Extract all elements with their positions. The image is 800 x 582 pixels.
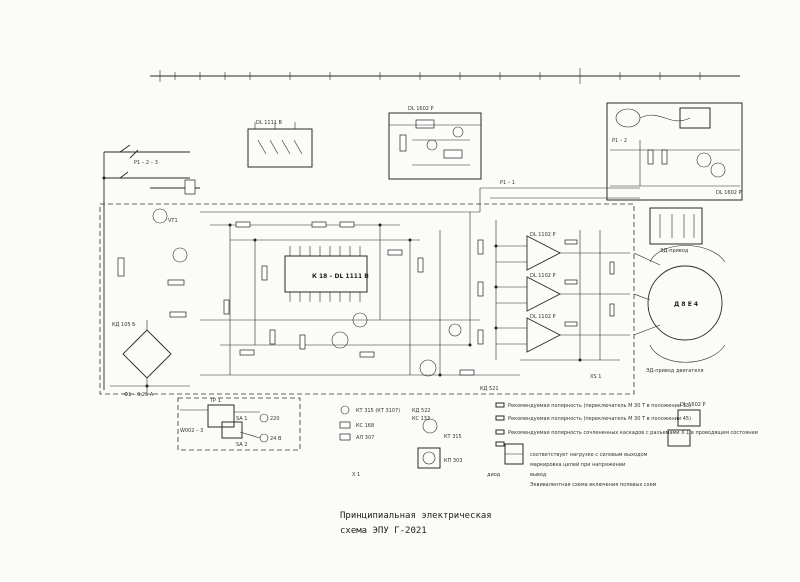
relay-3-label: Р1 – 2 — [612, 138, 627, 144]
legend-note-1: Рекомендуемая полярность (переключатель … — [508, 403, 691, 409]
title-line-1: Принципиальная электрическая — [340, 511, 492, 521]
resistors — [223, 221, 484, 376]
transformer-block — [177, 397, 301, 451]
legend-item-3: АЛ 307 — [356, 435, 374, 441]
motor-drive-label: ЭД-привод двигателя — [646, 368, 703, 374]
legend-note-4: соответствует нагрузке с силовым выходом — [530, 452, 648, 458]
connector-x1-label: X 1 — [352, 472, 360, 478]
op-amp-wiring — [495, 220, 661, 361]
legend-item-1: КТ 315 (КТ 3107) — [356, 408, 400, 414]
legend-note-6: вывод — [530, 472, 547, 478]
optron-block — [606, 102, 743, 201]
junctions — [102, 176, 582, 388]
legend-transistor-2: КП 303 — [444, 458, 462, 464]
lamp-2-label: 24 В — [270, 436, 282, 442]
diagram-title: Принципиальная электрическая схема ЭПУ Г… — [340, 509, 492, 539]
internal-wiring — [200, 187, 640, 376]
relay-1-label: Р1 – 2 – 3 — [134, 160, 158, 166]
hall-label: DL 1602 P — [716, 190, 742, 196]
bottom-diode-label: КД 521 — [480, 386, 499, 392]
connector-label: XS 1 — [590, 374, 601, 380]
switch-2-label: SA 2 — [236, 442, 247, 448]
lamp-1-label: 220 — [270, 416, 280, 422]
switch-label: SA 1 — [236, 416, 247, 422]
title-line-2: схема ЭПУ Г-2021 — [340, 526, 427, 536]
optron-label: ЭД-привод — [660, 248, 689, 254]
op-amp-caps — [564, 239, 615, 327]
vt-main-label: VT1 — [168, 218, 178, 224]
transformer-label: ТР 1 — [209, 398, 221, 404]
legend-item-2: КС 168 — [356, 423, 374, 429]
main-ic — [284, 246, 368, 302]
legend-transistor: КТ 315 — [444, 434, 462, 440]
top-bus — [150, 68, 740, 84]
op-amp-2 — [526, 276, 561, 312]
bridge-label: КД 105 Б — [112, 322, 136, 328]
op-amp-2-label: DL 1102 P — [530, 273, 556, 279]
ic-left-block — [247, 122, 313, 168]
legend-note-3: Рекомендуемая полярность сочлененных кас… — [508, 430, 758, 436]
diode-bridge — [110, 320, 190, 392]
legend-diode-label: диод — [487, 472, 501, 478]
op-amp-3-label: DL 1102 P — [530, 314, 556, 320]
main-ic-label: К 18 – DL 1111 В — [312, 273, 369, 280]
legend-item-4: КД 522 — [412, 408, 431, 414]
fuse-label: Ф1 – 0,25 А — [124, 392, 154, 398]
motor-label: Д 8 Е 4 — [674, 301, 698, 308]
op-amp-1-label: DL 1102 P — [530, 232, 556, 238]
board-outline — [99, 203, 635, 395]
op-amp-1 — [526, 235, 561, 271]
left-relay — [103, 144, 200, 390]
legend-note-7: Эквивалентная схема включения полевых сх… — [530, 482, 657, 488]
relay-2-label: Р1 – 1 — [500, 180, 515, 186]
right-connector — [649, 207, 703, 245]
legend-symbols — [339, 402, 701, 469]
block-label: W002 – 3 — [180, 428, 203, 434]
op-amp-3 — [526, 317, 561, 353]
ic-mid-block — [388, 112, 482, 180]
ic-mid-label: DL 1602 P — [408, 106, 434, 112]
ic-left-label: DL 1111 В — [256, 120, 283, 126]
motor — [647, 245, 726, 363]
legend-note-2: Рекомендуемая полярность (переключатель … — [508, 416, 691, 422]
legend-ic-inset: DL 1602 P — [680, 402, 706, 408]
legend-note-5: маркировка цепей при напряжении — [530, 461, 625, 468]
legend-item-5: КС 133 — [412, 416, 430, 422]
transistors — [331, 312, 462, 377]
